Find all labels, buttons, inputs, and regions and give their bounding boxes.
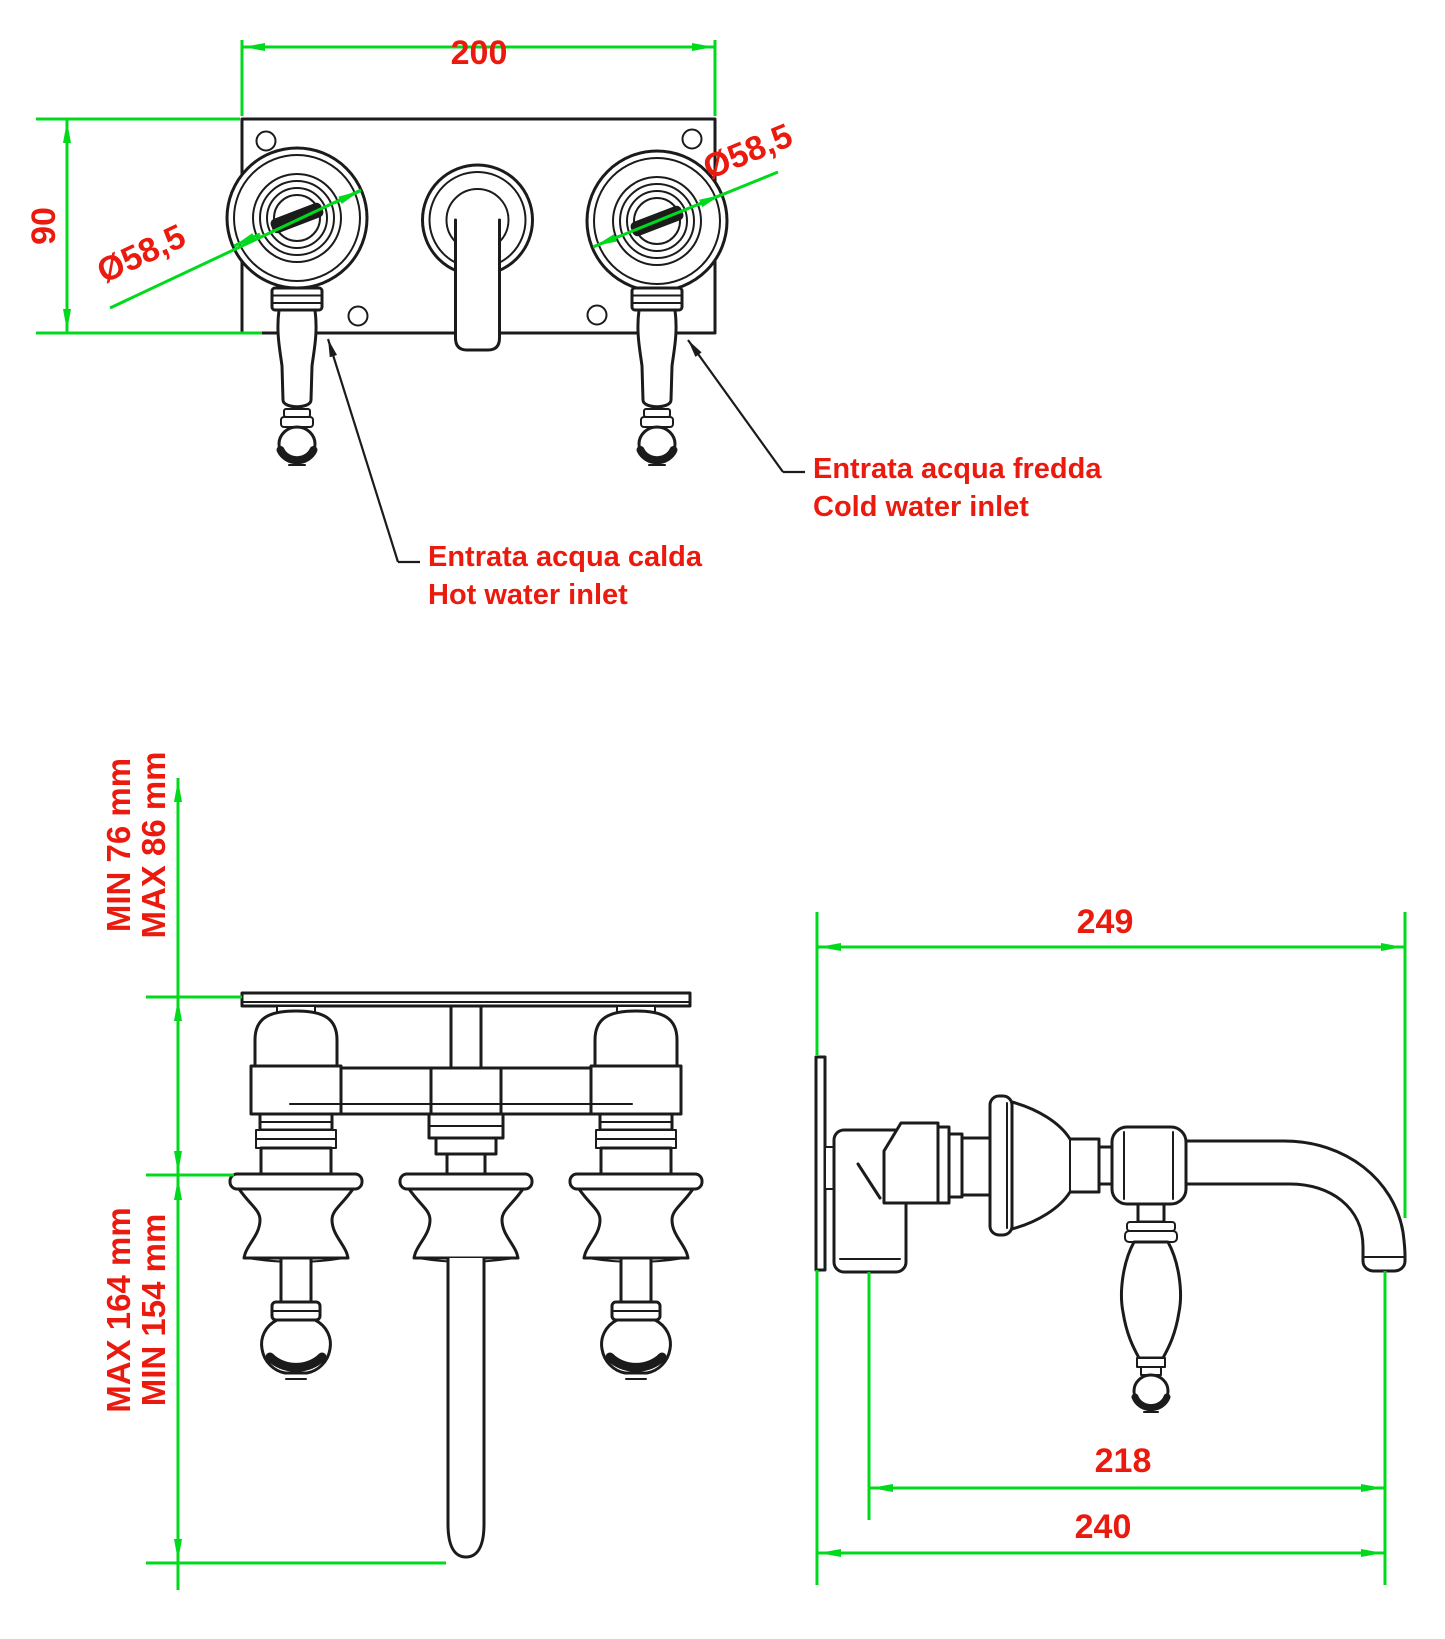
spout-front bbox=[454, 218, 501, 352]
dim-200-label: 200 bbox=[451, 34, 508, 72]
handle-grip-profile bbox=[1120, 1202, 1182, 1413]
front-view-drawing: 200 90 Ø58,5 Ø58,5 Entra bbox=[25, 34, 1102, 611]
dim-200: 200 bbox=[240, 34, 717, 116]
profile-view-drawing: 249 218 240 bbox=[814, 903, 1407, 1585]
cold-water-label-en: Cold water inlet bbox=[813, 491, 1029, 523]
dim-218: 218 bbox=[867, 1271, 1387, 1585]
cold-water-leader: Entrata acqua fredda Cold water inlet bbox=[687, 339, 1102, 523]
dim-depth-and-drop: MIN 76 mm MAX 86 mm MAX 164 mm MIN 154 m… bbox=[100, 751, 446, 1590]
spout-down-tube bbox=[446, 1258, 486, 1559]
spout-assembly-center-side bbox=[398, 1004, 534, 1263]
mounting-screw-top-left bbox=[255, 130, 277, 152]
escutcheon-profile bbox=[988, 1094, 1114, 1237]
dim-240: 240 bbox=[815, 1270, 1385, 1585]
hot-water-leader: Entrata acqua calda Hot water inlet bbox=[326, 338, 703, 611]
cartridge-section bbox=[882, 1121, 992, 1205]
cold-water-label-it: Entrata acqua fredda bbox=[813, 453, 1102, 485]
dim-90-label: 90 bbox=[25, 207, 63, 245]
dim-240-label: 240 bbox=[1075, 1508, 1132, 1546]
handle-rosette-left bbox=[225, 146, 369, 290]
mounting-screw-top-right bbox=[681, 128, 703, 150]
dim-218-label: 218 bbox=[1095, 1442, 1152, 1480]
handle-grip-left-front bbox=[270, 286, 324, 466]
side-view-drawing: MIN 76 mm MAX 86 mm MAX 164 mm MIN 154 m… bbox=[100, 751, 704, 1590]
min154-label: MIN 154 mm bbox=[135, 1214, 172, 1407]
valve-assembly-left-side bbox=[228, 1005, 364, 1380]
min76-label: MIN 76 mm bbox=[100, 758, 137, 932]
dim-249: 249 bbox=[815, 903, 1407, 1218]
wall-plate-edge bbox=[240, 991, 692, 1008]
handle-hub-profile bbox=[1110, 1125, 1188, 1206]
hot-water-label-it: Entrata acqua calda bbox=[428, 541, 703, 573]
mounting-screw-bottom-right bbox=[586, 304, 608, 326]
dim-90: 90 bbox=[25, 117, 262, 335]
valve-assembly-right-side bbox=[568, 1005, 704, 1380]
wall-plate-profile bbox=[814, 1055, 827, 1272]
max164-label: MAX 164 mm bbox=[100, 1207, 137, 1412]
spout-escutcheon-front bbox=[421, 163, 534, 352]
hot-water-label-en: Hot water inlet bbox=[428, 579, 628, 611]
diameter-label-left: Ø58,5 bbox=[91, 217, 191, 291]
mounting-screw-bottom-left bbox=[347, 305, 369, 327]
max86-label: MAX 86 mm bbox=[135, 751, 172, 938]
handle-grip-right-front bbox=[630, 286, 684, 466]
spout-profile bbox=[1184, 1139, 1407, 1273]
dim-249-label: 249 bbox=[1077, 903, 1134, 941]
